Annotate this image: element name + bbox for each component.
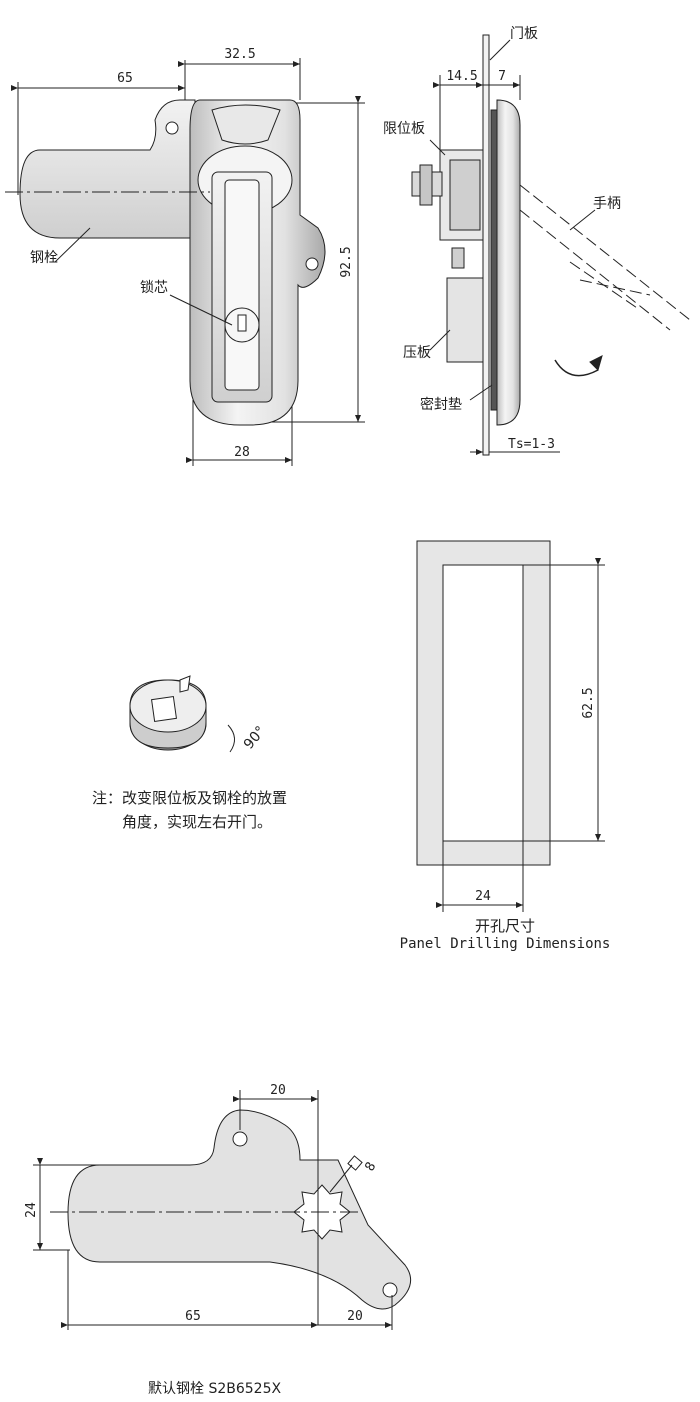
cutout-inner <box>442 564 524 842</box>
note-line-2: 角度，实现左右开门。 <box>122 813 273 831</box>
bolt-top-hole <box>232 1131 248 1147</box>
cutout-dim-height: 62.5 <box>581 687 596 718</box>
cam-detail <box>129 675 235 753</box>
cutout-caption-cn: 开孔尺寸 <box>474 917 535 935</box>
bolt-plate <box>67 1109 412 1310</box>
rotation-arrow-icon <box>227 724 235 753</box>
seal-gasket <box>490 109 498 411</box>
dim-bottom-width: 28 <box>234 445 250 460</box>
bolt-arm <box>19 99 196 239</box>
bolt-bottom-hole <box>382 1282 398 1298</box>
front-view <box>5 58 365 466</box>
cutout-dim-width: 24 <box>475 889 491 904</box>
cutout-caption-en: Panel Drilling Dimensions <box>399 936 611 952</box>
note: 注：改变限位板及钢栓的放置 角度，实现左右开门。 <box>92 786 287 834</box>
bolt-view <box>33 1090 412 1330</box>
bolt-dim-top: 20 <box>270 1083 286 1098</box>
label-door-panel: 门板 <box>510 26 538 42</box>
side-view <box>411 34 691 456</box>
flange <box>496 99 521 426</box>
bolt-dim-length: 65 <box>185 1309 201 1324</box>
rotate-arrow-icon <box>554 359 599 377</box>
dim-panel-gap: 7 <box>498 69 506 84</box>
dim-head-width: 32.5 <box>224 47 255 62</box>
label-seal-gasket: 密封垫 <box>420 396 462 413</box>
dim-plate-offset: 14.5 <box>446 69 477 84</box>
cutout <box>416 540 605 912</box>
dim-height: 92.5 <box>339 246 354 277</box>
bolt-caption: 默认钢栓 S2B6525X <box>148 1381 282 1397</box>
cam-angle: 90° <box>241 723 269 752</box>
label-bolt: 钢栓 <box>30 250 58 266</box>
cutout-caption: 开孔尺寸 Panel Drilling Dimensions <box>395 915 615 952</box>
bolt-dim-square: 8 <box>362 1160 379 1174</box>
handle-dashed <box>519 184 691 331</box>
note-line-1: 注：改变限位板及钢栓的放置 <box>92 789 288 807</box>
label-lock-core: 锁芯 <box>140 280 168 296</box>
label-press-plate: 压板 <box>403 345 431 361</box>
label-handle: 手柄 <box>593 196 621 212</box>
door-panel <box>482 34 490 456</box>
bolt-arm-hole <box>165 121 179 135</box>
dim-thickness: Ts=1-3 <box>508 437 555 452</box>
bolt-dim-height: 24 <box>24 1202 39 1218</box>
label-limit-plate: 限位板 <box>383 121 425 137</box>
dim-width-total: 65 <box>117 71 133 86</box>
housing-ear-hole <box>305 257 319 271</box>
bolt-dim-right: 20 <box>347 1309 363 1324</box>
press-plate <box>446 277 484 363</box>
